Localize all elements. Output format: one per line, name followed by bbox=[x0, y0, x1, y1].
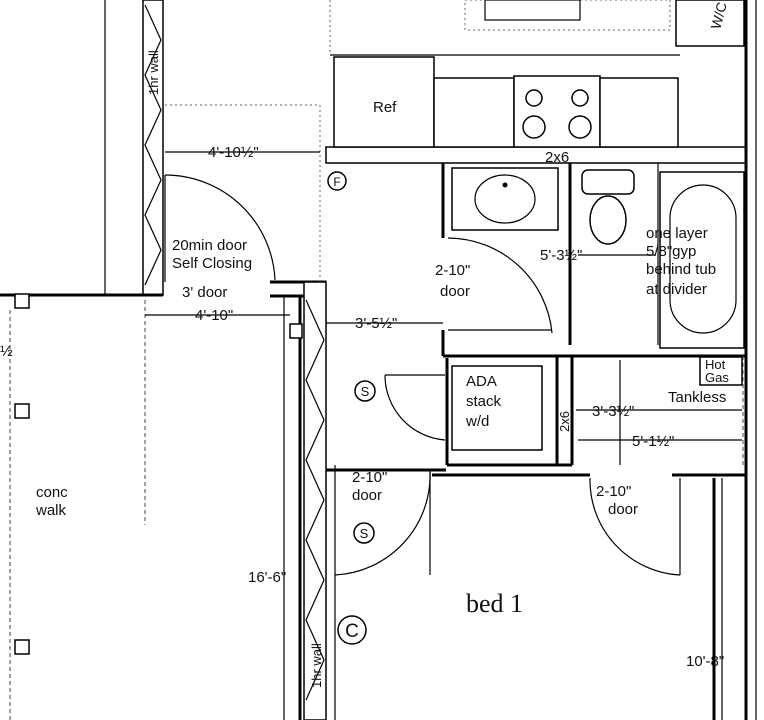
dimension-lines bbox=[145, 151, 742, 720]
dimension-4-10-label: 4'-10" bbox=[195, 307, 233, 324]
stack-label: stack bbox=[466, 393, 502, 410]
dimension-16-6-label: 16'-6" bbox=[248, 569, 286, 586]
fire-symbol-label: F bbox=[333, 175, 340, 189]
toilet-bowl bbox=[589, 195, 627, 245]
gyp-note-line3: behind tub bbox=[646, 261, 716, 278]
one-hour-wall-label: 1hr wall bbox=[309, 643, 324, 688]
walk-label: walk bbox=[35, 502, 67, 519]
bath-door-size-label: 2-10" bbox=[435, 262, 470, 279]
one-hour-wall-label: 1hr wall bbox=[146, 50, 161, 95]
co-detector-icon bbox=[337, 615, 367, 645]
gyp-note-line1: one layer bbox=[646, 225, 708, 242]
dimension-3-3-label: 3'-3½" bbox=[592, 403, 634, 420]
left-partial-label: ½ bbox=[0, 343, 13, 360]
hot-gas-box bbox=[699, 356, 743, 386]
doors bbox=[164, 174, 681, 576]
ada-label: ADA bbox=[466, 373, 497, 390]
ref-label: Ref bbox=[373, 99, 397, 116]
gyp-note-line2: 5/8"gyp bbox=[646, 243, 696, 260]
dimension-top-label: 4'-10½" bbox=[208, 144, 259, 161]
bed-door-label: door bbox=[608, 501, 638, 518]
dimension-3-5-label: 3'-5½" bbox=[355, 315, 397, 332]
self-closing-label: Self Closing bbox=[172, 255, 252, 272]
smoke-detector-icon bbox=[353, 522, 375, 544]
bed-door-size-label: 2-10" bbox=[596, 483, 631, 500]
fire-symbol-icon bbox=[327, 171, 347, 191]
smoke-detector-label: S bbox=[360, 526, 369, 541]
sink bbox=[451, 167, 559, 231]
tankless-label: Tankless bbox=[668, 389, 726, 406]
header-label: 2x6 bbox=[545, 149, 569, 166]
gas-label: Gas bbox=[705, 370, 729, 385]
door-3ft-label: 3' door bbox=[182, 284, 227, 301]
header-vertical-label: 2x6 bbox=[557, 411, 572, 432]
smoke-detector-icon bbox=[354, 380, 376, 402]
co-detector-label: C bbox=[345, 621, 359, 642]
bed-1-label: bed 1 bbox=[466, 589, 523, 618]
dimension-5-3-label: 5'-3½" bbox=[540, 247, 582, 264]
gyp-note-line4: at divider bbox=[646, 281, 707, 298]
hall-door-size-label: 2-10" bbox=[352, 469, 387, 486]
door-20min-label: 20min door bbox=[172, 237, 247, 254]
one-hour-wall-bottom bbox=[303, 281, 327, 720]
wm-partial-label: W/C bbox=[707, 0, 729, 30]
refrigerator bbox=[333, 56, 435, 148]
toilet-tank bbox=[581, 169, 635, 195]
dimension-10-8-label: 10'-8" bbox=[686, 653, 724, 670]
smoke-detector-label: S bbox=[361, 384, 370, 399]
ada-stack-washer-dryer bbox=[451, 365, 543, 451]
bath-door-label: door bbox=[440, 283, 470, 300]
washer-dryer-label: w/d bbox=[465, 413, 489, 430]
bathtub bbox=[659, 171, 745, 349]
conc-label: conc bbox=[36, 484, 68, 501]
hot-label: Hot bbox=[705, 357, 726, 372]
dimension-5-1-label: 5'-1½" bbox=[632, 433, 674, 450]
hall-door-label: door bbox=[352, 487, 382, 504]
